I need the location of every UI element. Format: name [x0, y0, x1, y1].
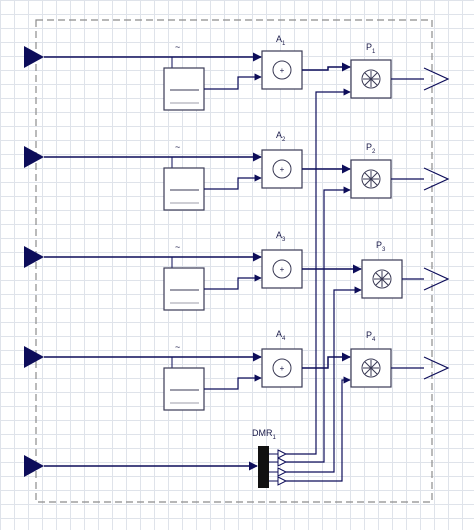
product-block-2[interactable] [350, 159, 392, 199]
channel-row-4: ~ + A4 P4 [24, 329, 450, 411]
input-port-2[interactable] [24, 146, 44, 168]
adder-block-3[interactable]: + [261, 249, 303, 289]
product-block-3[interactable] [361, 259, 403, 299]
filter-block-1[interactable] [163, 67, 205, 111]
product-block-1[interactable] [350, 59, 392, 99]
channel-row-3: ~ + A3 P3 [24, 230, 450, 311]
input-port-1[interactable] [24, 46, 44, 68]
channel-row-2: ~ + A2 P2 [24, 130, 450, 211]
input-port-4[interactable] [24, 346, 44, 368]
filter-out-wire-2 [204, 174, 262, 190]
output-port-3[interactable] [423, 267, 450, 291]
input-port-3[interactable] [24, 246, 44, 268]
adder-label-4: A4 [276, 329, 286, 342]
channel-row-1: ~ + A1 P1 [24, 34, 450, 111]
filter-out-wire-4 [204, 374, 262, 390]
adder-label-1: A1 [276, 34, 286, 47]
filter-block-4[interactable] [163, 367, 205, 411]
demux-row: DMR1 [24, 428, 288, 488]
demux-bus-lines [286, 88, 362, 482]
system-boundary [35, 19, 433, 503]
adder-out-wire-4 [302, 352, 351, 369]
adder-block-4[interactable]: + [261, 348, 303, 388]
demux-label: DMR1 [252, 428, 277, 441]
filter-block-2[interactable] [163, 167, 205, 211]
filter-out-wire-1 [204, 73, 262, 90]
output-port-1[interactable] [423, 67, 450, 91]
filter-label-2: ~ [175, 142, 180, 152]
adder-label-2: A2 [276, 130, 286, 143]
product-label-2: P2 [366, 142, 376, 155]
product-label-1: P1 [366, 42, 376, 55]
adder-symbol-1: + [280, 66, 285, 75]
input-port-5[interactable] [24, 455, 44, 477]
demux-block[interactable] [258, 446, 269, 488]
filter-label-3: ~ [175, 242, 180, 252]
filter-out-wire-3 [204, 274, 262, 290]
adder-out-wire-1 [302, 62, 351, 72]
output-port-4[interactable] [423, 356, 450, 380]
adder-block-2[interactable]: + [261, 149, 303, 189]
adder-symbol-2: + [280, 165, 285, 174]
product-label-4: P4 [366, 330, 376, 343]
adder-block-1[interactable]: + [261, 50, 303, 90]
demux-output-ports [269, 449, 288, 486]
filter-label-4: ~ [175, 342, 180, 352]
filter-label-1: ~ [175, 42, 180, 52]
adder-symbol-4: + [280, 364, 285, 373]
adder-symbol-3: + [280, 265, 285, 274]
product-label-3: P3 [376, 240, 386, 253]
filter-block-3[interactable] [163, 267, 205, 311]
output-port-2[interactable] [423, 167, 450, 191]
product-block-4[interactable] [350, 348, 392, 388]
adder-label-3: A3 [276, 230, 286, 243]
